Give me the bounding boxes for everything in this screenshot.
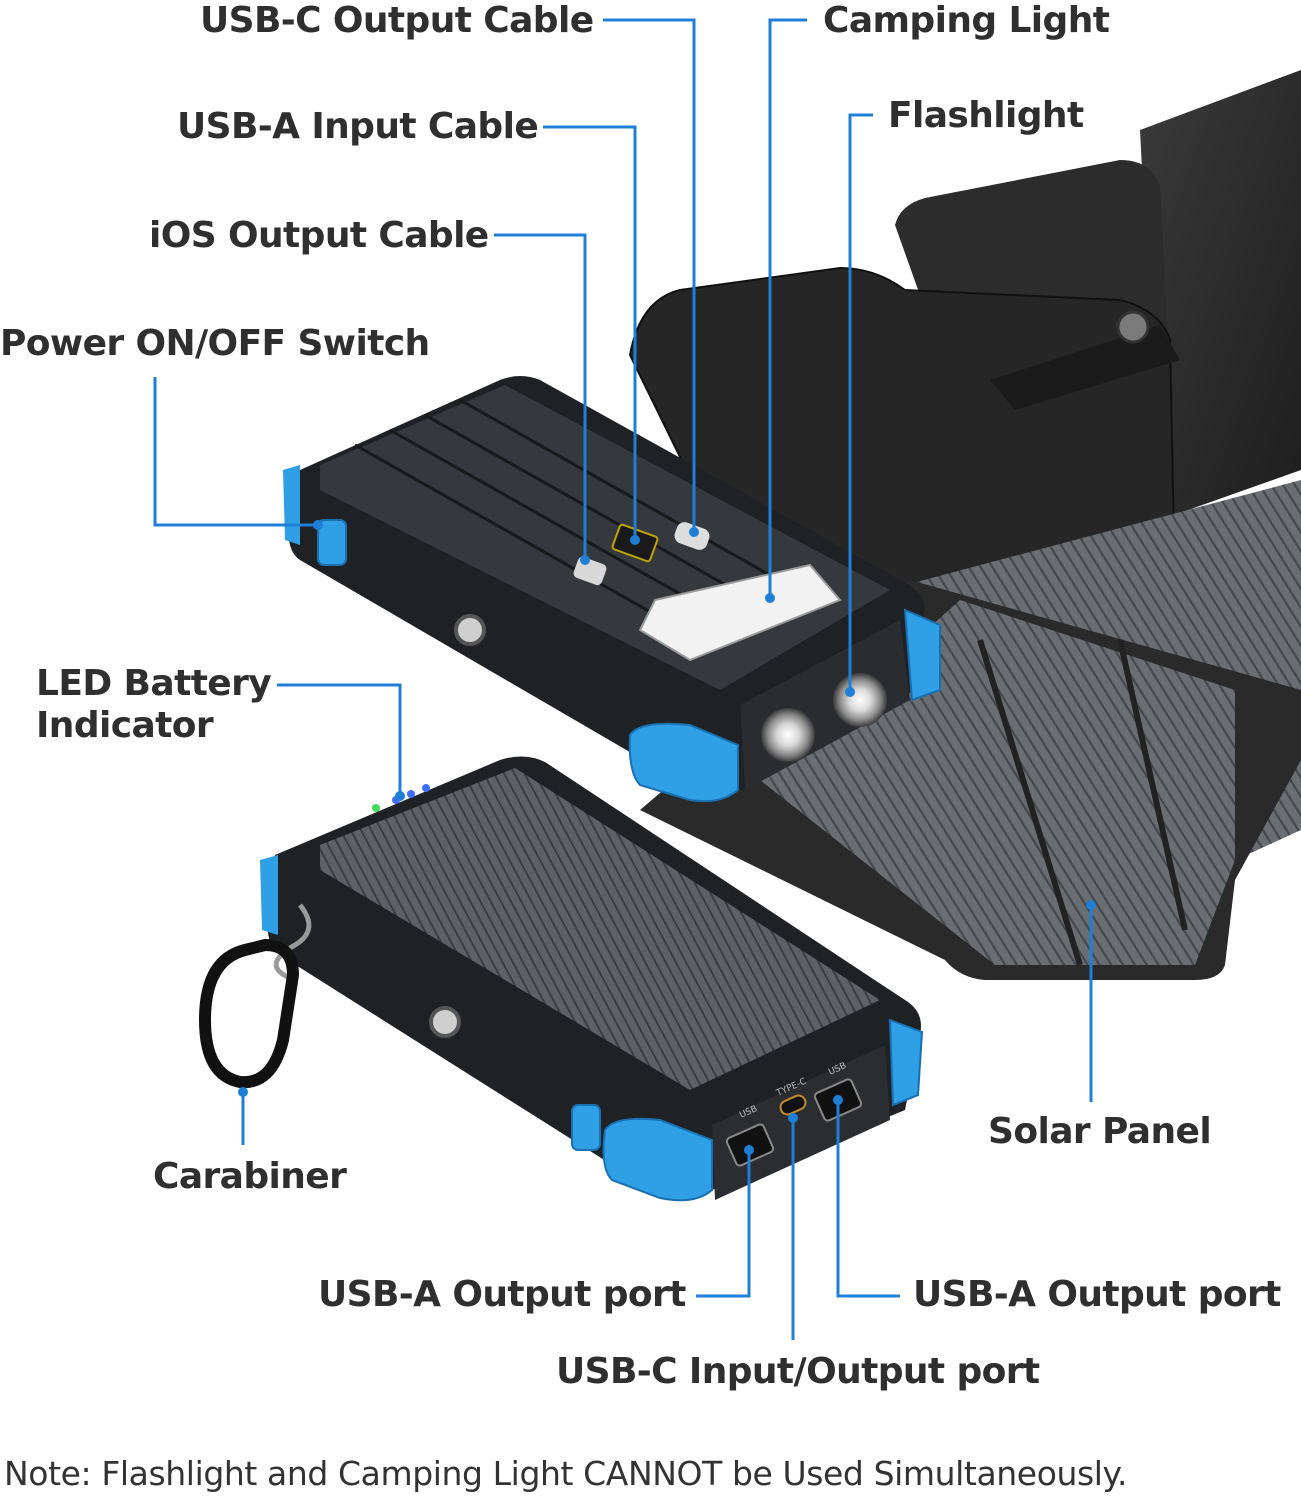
label-led-line2: Indicator — [36, 705, 214, 746]
label-usb-c-io-port: USB-C Input/Output port — [556, 1351, 1040, 1392]
label-usb-a-output-port-left: USB-A Output port — [318, 1274, 686, 1315]
carabiner-icon — [198, 903, 312, 1089]
usb-c-port — [779, 1094, 807, 1116]
strap — [990, 325, 1180, 410]
flashlight-lens-1 — [761, 708, 815, 762]
label-power-switch: Power ON/OFF Switch — [0, 323, 430, 364]
label-usb-c-output-cable: USB-C Output Cable — [200, 0, 594, 41]
power-button — [317, 519, 347, 566]
label-carabiner: Carabiner — [153, 1156, 347, 1197]
carabiner-eye — [429, 1006, 461, 1038]
callout-lines — [153, 18, 1093, 1340]
label-camping-light: Camping Light — [823, 0, 1110, 41]
usb-a-port-left — [725, 1123, 775, 1167]
snap-button — [1116, 310, 1150, 344]
label-usb-a-input-cable: USB-A Input Cable — [177, 106, 539, 147]
camping-light — [638, 563, 842, 662]
power-button-front — [571, 1104, 601, 1151]
led-4 — [422, 784, 430, 792]
label-flashlight: Flashlight — [888, 95, 1084, 136]
power-bank-front: USB TYPE-C USB — [260, 756, 924, 1202]
carabiner-loop — [454, 614, 486, 646]
led-1 — [372, 804, 380, 812]
led-3 — [407, 790, 415, 798]
ios-cable-head — [573, 556, 607, 586]
power-bank-back — [283, 376, 941, 803]
label-ios-output-cable: iOS Output Cable — [149, 215, 489, 256]
label-solar-panel: Solar Panel — [988, 1111, 1212, 1152]
label-led-line1: LED Battery — [36, 663, 272, 704]
built-in-solar-cell — [320, 768, 880, 1090]
callout-dots — [238, 520, 1096, 1155]
label-usb-a-output-port-right: USB-A Output port — [913, 1274, 1281, 1315]
usage-note: Note: Flashlight and Camping Light CANNO… — [4, 1454, 1128, 1493]
flashlight-lens-2 — [833, 673, 887, 727]
label-led-battery-indicator: LED Battery Indicator — [36, 663, 272, 747]
